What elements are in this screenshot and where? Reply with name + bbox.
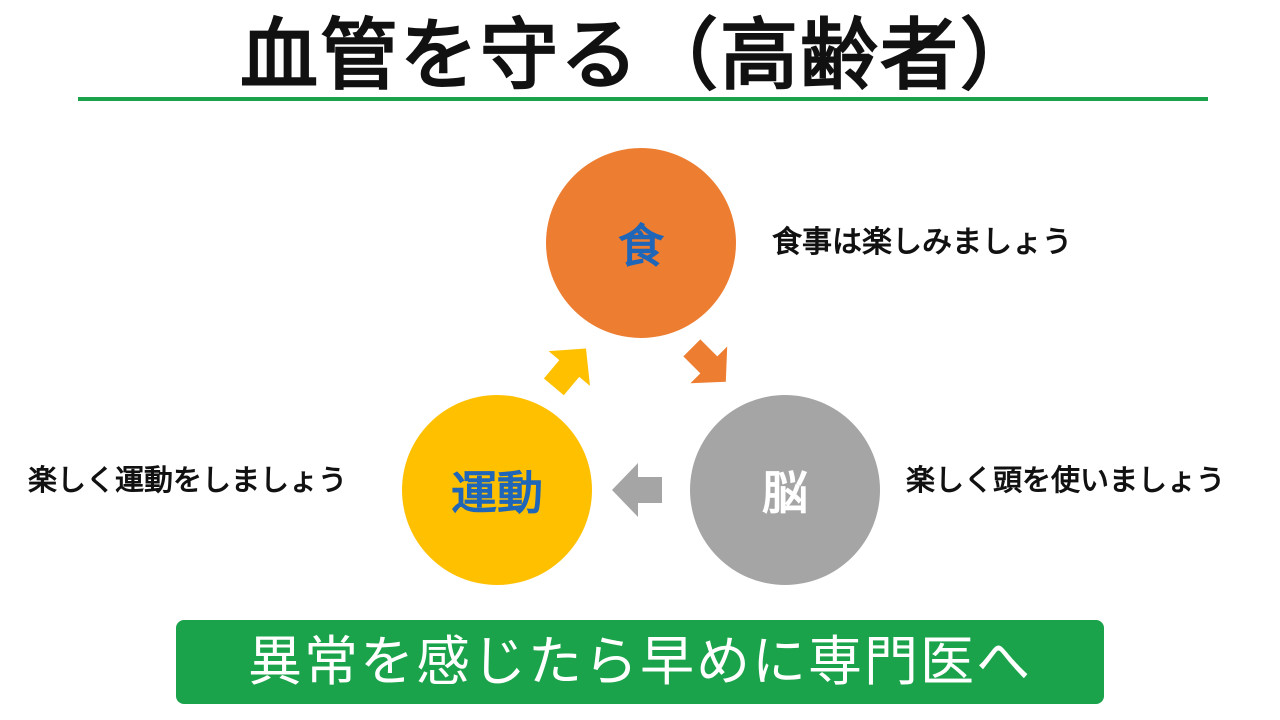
slide-title: 血管を守る（高齢者） (239, 11, 1040, 101)
node-exercise: 運動 (402, 395, 592, 585)
node-brain: 脳 (690, 395, 880, 585)
caption-exercise: 楽しく運動をしましょう (28, 463, 348, 497)
arrow-brain-to-exercise (612, 463, 662, 517)
advice-banner-text: 異常を感じたら早めに専門医へ (248, 630, 1032, 693)
node-brain-label: 脳 (762, 466, 808, 520)
node-food-label: 食 (618, 219, 664, 273)
title-underline (78, 97, 1208, 101)
arrow-exercise-to-food (543, 348, 590, 396)
arrow-food-to-brain (683, 339, 728, 384)
caption-food: 食事は楽しみましょう (772, 225, 1072, 260)
node-food: 食 (546, 148, 736, 338)
node-exercise-label: 運動 (451, 466, 543, 520)
advice-banner: 異常を感じたら早めに専門医へ (176, 620, 1104, 704)
caption-brain: 楽しく頭を使いましょう (906, 463, 1226, 497)
